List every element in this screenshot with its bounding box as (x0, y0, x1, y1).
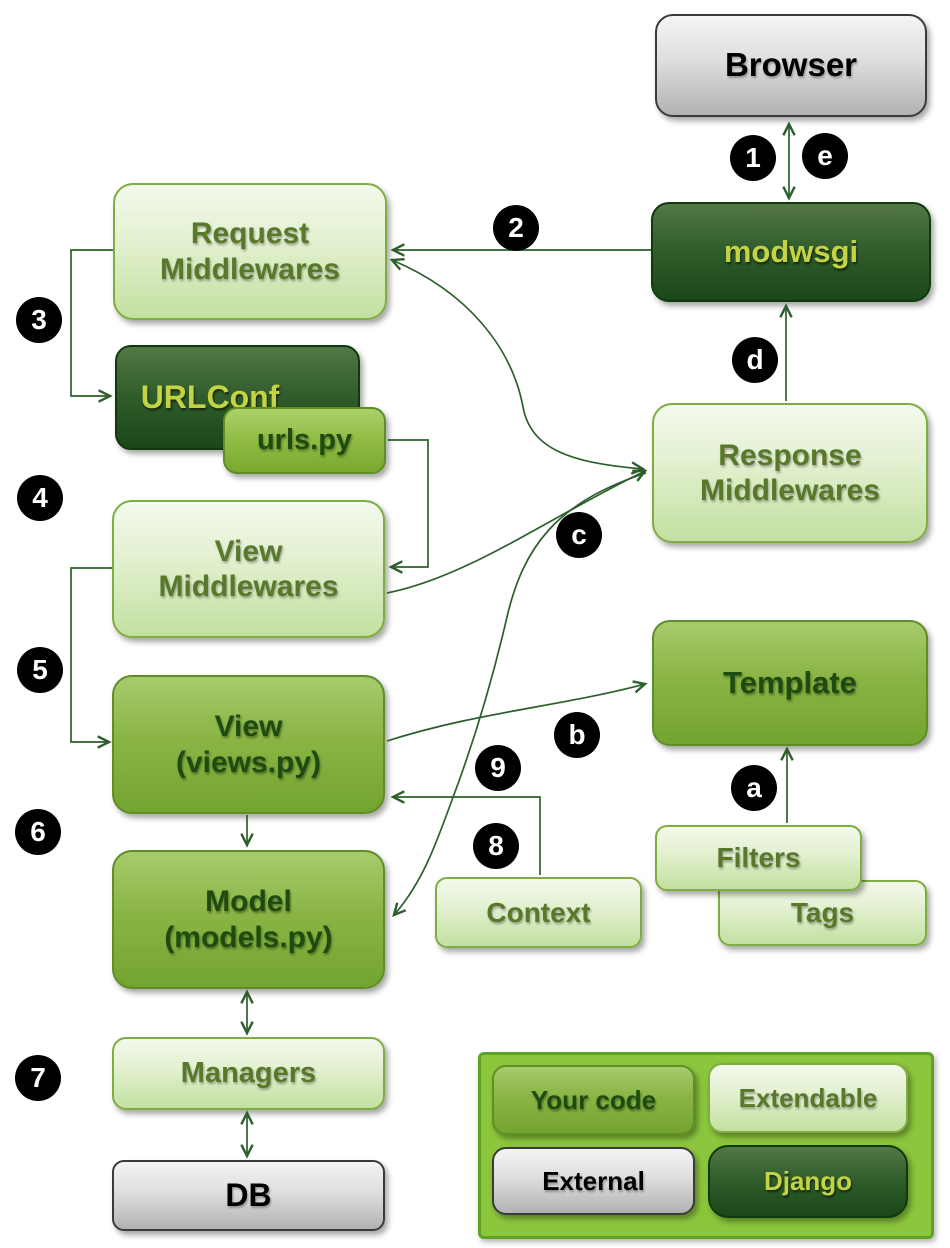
step-badge-6: 6 (15, 809, 61, 855)
step-badge-1: 1 (730, 135, 776, 181)
node-legend-django: Django (708, 1145, 908, 1218)
step-badge-2: 2 (493, 205, 539, 251)
node-context: Context (435, 877, 642, 948)
step-badge-d: d (732, 337, 778, 383)
step-badge-b: b (554, 712, 600, 758)
node-label: Extendable (738, 1082, 878, 1113)
node-model: Model(models.py) (112, 850, 385, 989)
node-legend-external: External (492, 1147, 695, 1215)
node-label: Django (763, 1166, 853, 1197)
node-db: DB (112, 1160, 385, 1231)
node-label: Your code (530, 1084, 657, 1115)
node-legend-your-code: Your code (492, 1065, 695, 1135)
connector-context-view (390, 790, 541, 875)
step-badge-4: 4 (17, 475, 63, 521)
node-label: View (214, 710, 283, 744)
node-label: Filters (716, 842, 801, 874)
node-tags: Tags (718, 880, 927, 946)
node-browser: Browser (655, 14, 927, 117)
connector-viewmid-respmid-curve (386, 469, 648, 594)
node-label: Response (718, 438, 862, 472)
connector-respmid-model-curve (392, 472, 647, 918)
step-badge-e: e (802, 133, 848, 179)
node-label: Browser (724, 46, 858, 84)
step-badge-a: a (731, 765, 777, 811)
connector-request-middlewares-urlconf (70, 249, 113, 403)
step-badge-7: 7 (15, 1055, 61, 1101)
node-label: DB (225, 1176, 272, 1213)
node-legend-extendable: Extendable (708, 1063, 908, 1133)
node-label: modwsgi (723, 233, 859, 269)
node-label: Request (190, 217, 310, 251)
node-label: View (214, 534, 283, 568)
step-badge-5: 5 (17, 647, 63, 693)
node-label: Context (486, 896, 591, 928)
connector-view-template-curve (386, 680, 648, 742)
node-view: View(views.py) (112, 675, 385, 814)
node-template: Template (652, 620, 928, 746)
connector-reqmid-respmid-curve (389, 257, 646, 475)
node-urls-py: urls.py (223, 407, 386, 474)
node-label: Tags (790, 897, 855, 929)
node-filters: Filters (655, 825, 862, 891)
connector-urlspy-view-middlewares (388, 439, 429, 574)
node-label: urls.py (256, 424, 353, 457)
node-label: Model (205, 885, 292, 919)
step-badge-3: 3 (16, 297, 62, 343)
step-badge-c: c (556, 512, 602, 558)
node-managers: Managers (112, 1037, 385, 1110)
node-label: Middlewares (699, 474, 881, 507)
node-label: (models.py) (164, 920, 333, 954)
node-label: Template (723, 664, 857, 700)
connector-view-middlewares-view (70, 567, 112, 749)
node-label: Middlewares (158, 570, 339, 603)
step-badge-9: 9 (475, 745, 521, 791)
node-label: Middlewares (159, 252, 341, 286)
step-badge-8: 8 (473, 823, 519, 869)
node-modwsgi: modwsgi (651, 202, 931, 302)
node-label: Managers (180, 1057, 317, 1090)
node-label: (views.py) (175, 745, 322, 779)
node-label: External (542, 1165, 645, 1196)
